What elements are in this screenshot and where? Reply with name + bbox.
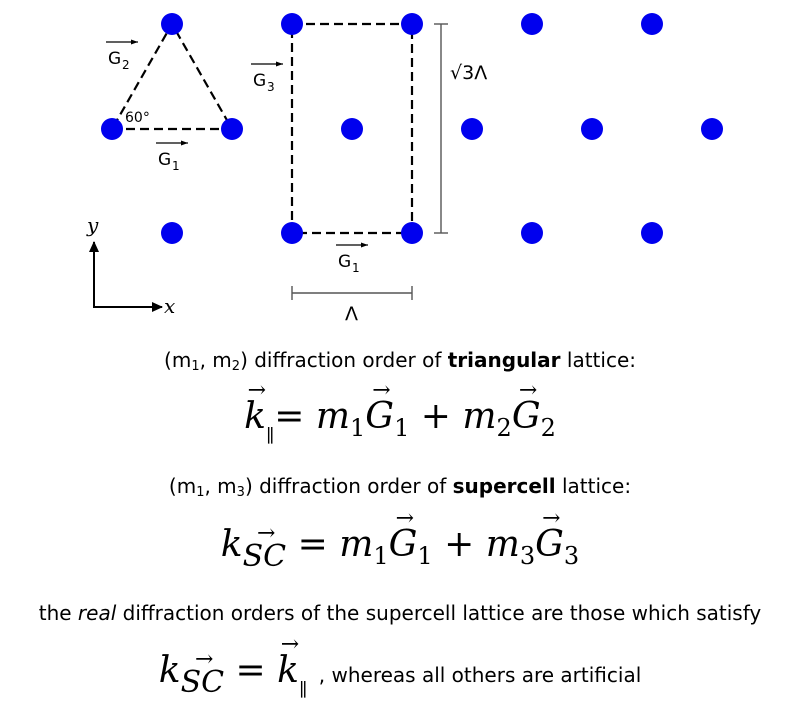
angle-label: 60° xyxy=(125,110,150,126)
lattice-diagram: G 2 60° G 1 G 3 G 1 √3Λ Λ y x xyxy=(86,13,723,325)
triangular-equation: k∥= m1G1 + m2G2 xyxy=(0,396,800,447)
lattice-point xyxy=(521,13,543,35)
lattice-point xyxy=(581,118,603,140)
svg-text:Λ: Λ xyxy=(345,303,358,325)
final-equation: kSC = k∥ , whereas all others are artifi… xyxy=(0,650,800,701)
g2-vector-label: G 2 xyxy=(106,39,138,72)
supercell-caption: (m1, m3) diffraction order of supercell … xyxy=(168,474,632,500)
svg-text:G: G xyxy=(338,252,351,272)
svg-text:G: G xyxy=(253,71,266,91)
width-dimension: Λ xyxy=(291,286,413,325)
height-dimension: √3Λ xyxy=(434,23,487,234)
x-axis-label: x xyxy=(164,294,175,318)
lattice-point xyxy=(341,118,363,140)
svg-text:1: 1 xyxy=(352,261,360,275)
y-axis-label: y xyxy=(86,213,99,237)
g3-vector-label: G 3 xyxy=(251,61,283,94)
lattice-point xyxy=(701,118,723,140)
svg-text:G: G xyxy=(158,150,171,170)
g1-vector-label-supercell: G 1 xyxy=(336,242,368,275)
lattice-point xyxy=(281,13,303,35)
lattice-point xyxy=(281,222,303,244)
svg-text:√3Λ: √3Λ xyxy=(450,62,487,84)
supercell-rectangle xyxy=(290,22,414,235)
lattice-point xyxy=(641,13,663,35)
triangular-unit-cell xyxy=(110,21,234,131)
coordinate-axes: y x xyxy=(86,213,175,318)
lattice-points xyxy=(101,13,723,244)
lattice-point xyxy=(641,222,663,244)
lattice-point xyxy=(401,222,423,244)
svg-text:2: 2 xyxy=(122,58,130,72)
real-orders-caption: the real diffraction orders of the super… xyxy=(38,601,762,625)
lattice-point xyxy=(101,118,123,140)
g1-vector-label-triangle: G 1 xyxy=(156,140,188,173)
lattice-point xyxy=(161,222,183,244)
triangular-caption: (m1, m2) diffraction order of triangular… xyxy=(164,348,636,374)
lattice-point xyxy=(221,118,243,140)
svg-text:G: G xyxy=(108,49,121,69)
lattice-point xyxy=(461,118,483,140)
svg-text:1: 1 xyxy=(172,159,180,173)
lattice-point xyxy=(161,13,183,35)
lattice-point xyxy=(521,222,543,244)
supercell-equation: kSC = m1G1 + m3G3 xyxy=(0,524,800,574)
lattice-point xyxy=(401,13,423,35)
svg-text:3: 3 xyxy=(267,80,275,94)
